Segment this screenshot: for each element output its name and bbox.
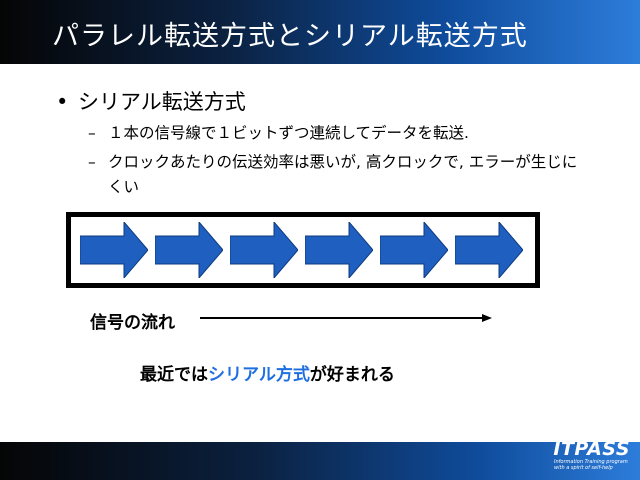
flow-label: 信号の流れ <box>90 313 175 333</box>
slide-title: パラレル転送方式とシリアル転送方式 <box>52 21 528 52</box>
bit-arrow <box>305 222 373 278</box>
conclusion-suffix: が好まれる <box>309 365 395 385</box>
itpass-logo: ITPASS <box>553 438 630 460</box>
sub-bullet-text: クロックあたりの伝送効率は悪いが, 高クロックで, エラーが生じにくい <box>108 153 578 196</box>
conclusion-prefix: 最近では <box>140 365 208 385</box>
sub-bullet-marker: – <box>88 153 96 171</box>
main-bullet: • シリアル転送方式 <box>56 86 246 116</box>
bit-arrow <box>155 222 223 278</box>
sub-bullet-1: – １本の信号線で１ビットずつ連続してデータを転送. <box>88 121 588 146</box>
bullet-marker: • <box>56 90 69 114</box>
sub-bullet-2: – クロックあたりの伝送効率は悪いが, 高クロックで, エラーが生じにくい <box>88 150 588 200</box>
conclusion-highlight: シリアル方式 <box>208 365 310 385</box>
sub-bullet-marker: – <box>88 124 96 142</box>
flow-direction-arrow <box>200 314 492 322</box>
logo-tagline: Information Training program with a spir… <box>554 459 628 471</box>
title-bar: パラレル転送方式とシリアル転送方式 <box>0 0 640 64</box>
bit-arrow <box>80 222 148 278</box>
bit-arrow <box>455 222 523 278</box>
bit-arrow <box>230 222 298 278</box>
sub-bullet-text: １本の信号線で１ビットずつ連続してデータを転送. <box>108 124 469 142</box>
main-bullet-text: シリアル転送方式 <box>78 90 246 114</box>
footer-bar <box>0 442 640 480</box>
conclusion-text: 最近ではシリアル方式が好まれる <box>140 360 395 385</box>
bit-arrow <box>380 222 448 278</box>
